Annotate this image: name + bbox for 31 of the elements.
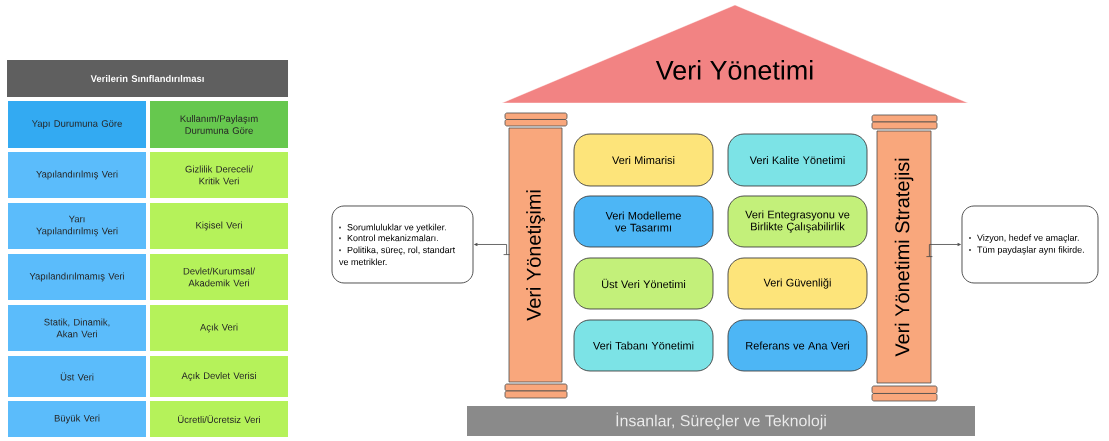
table-cell: Yapılandırılmış Veri: [8, 152, 146, 198]
table-cell: Üst Veri: [8, 356, 146, 397]
pillar: Veri Yönetişimi: [508, 127, 563, 383]
table-cell: Kullanım/Paylaşım Durumuna Göre: [150, 101, 288, 148]
base-platform: İnsanlar, Süreçler ve Teknoloji: [467, 406, 975, 436]
table-cell: Statik, Dinamik, Akan Veri: [8, 305, 146, 351]
table-cell: Devlet/Kurumsal/ Akademik Veri: [150, 254, 288, 300]
arrow: [926, 243, 961, 257]
table-cell: Açık Devlet Verisi: [150, 356, 288, 397]
arrow: [474, 243, 510, 255]
roof-triangle: Veri Yönetimi: [501, 4, 969, 104]
table-cell: Yapılandırılmamış Veri: [8, 254, 146, 300]
note-box: Sorumluluklar ve yetkiler. Kontrol mekanizmaları. Politika, süreç, rol, standart ve metrikler.: [331, 205, 474, 284]
table-cell: Yapı Durumuna Göre: [8, 101, 146, 148]
table-cell: Kişisel Veri: [150, 203, 288, 249]
note-box: Vizyon, hedef ve amaçlar. Tüm paydaşlar aynı fikirde.: [961, 205, 1099, 284]
rounded-box: Üst Veri Yönetimi: [573, 257, 714, 310]
table-cell: Ücretli/Ücretsiz Veri: [150, 401, 288, 437]
table-cell: Yarı Yapılandırılmış Veri: [8, 203, 146, 249]
table-cell: Açık Veri: [150, 305, 288, 351]
table-cell: Gizlilik Dereceli/ Kritik Veri: [150, 152, 288, 198]
rounded-box: Veri Entegrasyonu ve Birlikte Çalışabilirlik: [727, 195, 868, 248]
rounded-box: Veri Kalite Yönetimi: [727, 133, 868, 187]
pillar: Veri Yönetimi Stratejisi: [876, 130, 932, 384]
rounded-box: Referans ve Ana Veri: [727, 319, 868, 372]
table-header: Verilerin Sınıflandırılması: [7, 60, 288, 97]
rounded-box: Veri Güvenliği: [727, 257, 868, 310]
rounded-box: Veri Modelleme ve Tasarımı: [573, 195, 714, 248]
rounded-box: Veri Mimarisi: [573, 133, 714, 187]
rounded-box: Veri Tabanı Yönetimi: [573, 319, 714, 372]
table-cell: Büyük Veri: [8, 401, 146, 437]
